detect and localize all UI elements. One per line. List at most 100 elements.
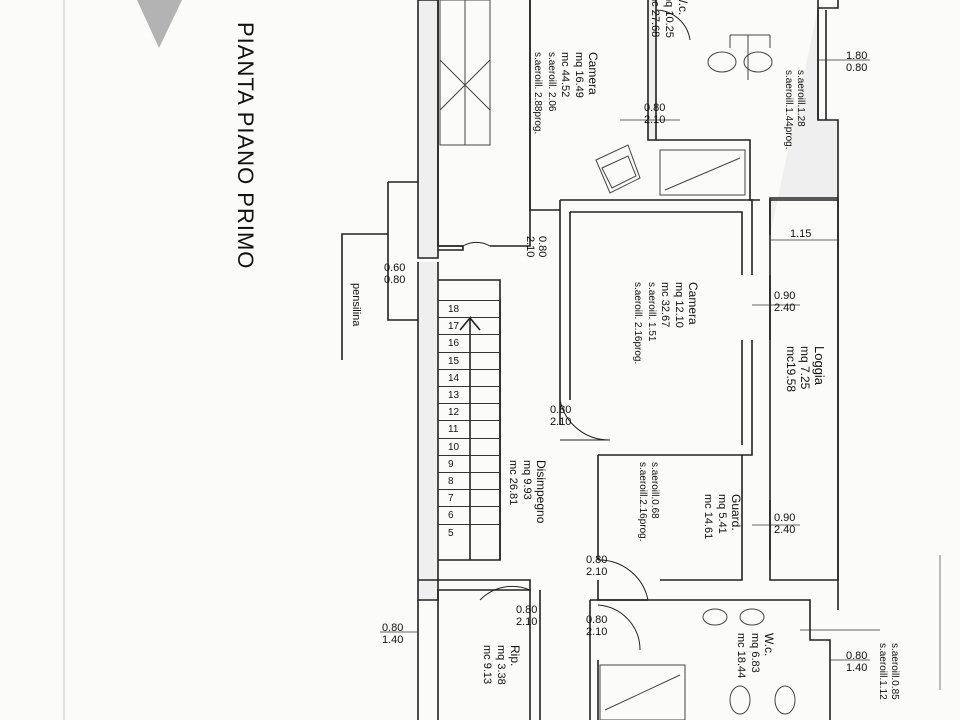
wall-wc-top-bottom (656, 139, 760, 201)
opening-dim-width: 0.80 (846, 650, 868, 662)
stair-step-number: 9 (448, 458, 454, 470)
guard-aero1: s.aeroill.0.68 (649, 462, 660, 519)
pensilina-leader (341, 233, 388, 360)
shower-top (659, 149, 746, 196)
armchair (595, 144, 641, 194)
window-top-right-frame (817, 10, 827, 120)
opening-dim-door-camera-top: 0.80 2.10 (524, 236, 548, 257)
room-disimpegno-name: Disimpegno (534, 460, 548, 524)
stair-step-number: 10 (448, 441, 460, 453)
sink-top-left (707, 51, 737, 73)
wall-camera-mid (559, 199, 753, 456)
room-wc-top-label: W.c. mq 10.25 mc 27.68 (648, 0, 690, 38)
wc-bottom-aero-label: s.aeroill.0.85 s.aeroill.1.12 (876, 643, 900, 700)
sink-top-right (743, 51, 773, 73)
door-swing-camera-mid (559, 399, 611, 441)
room-rip-mq: mq 3.38 (495, 645, 507, 685)
stair-step: 12 (438, 403, 500, 420)
stair-step: 16 (438, 334, 500, 351)
wall-left-upper (417, 0, 439, 259)
opening-dim-door-wc-top: 0.80 2.10 (644, 102, 665, 126)
opening-dim-height: 2.40 (774, 524, 796, 536)
shower-bottom-diag (604, 674, 681, 711)
pensilina-outline (387, 181, 418, 321)
stair-step-number: 7 (448, 493, 454, 505)
room-camera-mid-aero2: s.aeroill. 2.16prog. (632, 282, 643, 365)
opening-dim-width: 1.80 (846, 50, 868, 62)
wall-stair-left (417, 262, 439, 601)
room-loggia-label: Loggia mq 7.25 mc19.58 (784, 346, 827, 392)
opening-dim-width: 0.80 (586, 614, 608, 626)
stair-step-number: 14 (448, 372, 460, 384)
room-camera-mid-mc: mc 32.67 (659, 282, 671, 328)
wall-wc-bottom (590, 599, 831, 720)
wc-bottom-aero2: s.aeroill.1.12 (877, 643, 888, 700)
door-swing-rip (479, 585, 531, 601)
guard-aero-label: s.aeroill.0.68 s.aeroill.2.16prog. (636, 462, 660, 542)
room-guard-label: Guard. mq 5.41 mc 14.61 (701, 494, 743, 539)
opening-dim-door-guard: 0.80 2.10 (586, 554, 607, 578)
toilet-bottom (729, 685, 751, 715)
door-swing-guard (597, 559, 649, 601)
opening-dim-height: 2.40 (774, 302, 796, 314)
opening-dim-door-camera-mid: 0.80 2.10 (550, 404, 571, 428)
opening-dim-width: 0.80 (586, 554, 608, 566)
opening-dim-width: 1.15 (790, 228, 812, 240)
opening-dim-door-rip: 0.80 2.10 (516, 604, 537, 628)
stair-step-number: 17 (448, 321, 460, 333)
opening-dim-window-wc-top: 1.80 0.80 (846, 50, 867, 74)
wall-right-upper (817, 0, 839, 9)
room-wc-bottom-label: W.c. mq 6.83 mc 18.44 (734, 633, 776, 678)
stair-step: 8 (438, 472, 500, 489)
stair-step: 11 (438, 420, 500, 437)
opening-dim-height: 1.40 (846, 662, 868, 674)
opening-dim-window-rip: 0.80 1.40 (382, 622, 403, 646)
stair-step: 15 (438, 351, 500, 369)
room-wc-top-mq: mq 10.25 (663, 0, 675, 38)
room-camera-top-aero1: s.aeroill. 2.06 (546, 52, 557, 112)
shower-bottom (599, 664, 686, 720)
guard-aero2: s.aeroill.2.16prog. (637, 462, 648, 542)
bed-pillows (439, 0, 491, 145)
room-camera-top-mc: mc 44.52 (559, 52, 571, 98)
opening-dim-loggia-width: 1.15 (790, 228, 811, 240)
room-disimpegno-mq: mq 9.93 (521, 460, 533, 500)
wc-top-aero1: s.aeroill.1.28 (795, 70, 806, 127)
plan-title: PIANTA PIANO PRIMO (233, 22, 258, 270)
label-pensilina: pensilina (350, 283, 362, 327)
opening-dim-height: 0.80 (384, 274, 406, 286)
wall-top-camera-left (437, 0, 464, 251)
opening-dim-window-guard: 0.90 2.40 (774, 512, 795, 536)
stair-step: 7 (438, 489, 500, 506)
stair-step: 5 (438, 523, 500, 541)
shower-top-diag (664, 157, 741, 191)
opening-dim-window-wc-bottom: 0.80 1.40 (846, 650, 867, 674)
wc-top-fixture (729, 34, 771, 80)
wall-camera-mid-inner (569, 211, 743, 445)
stair-step-number: 18 (448, 304, 460, 315)
opening-dim-height: 2.10 (516, 616, 538, 628)
wall-camera-top-bottom (438, 0, 531, 247)
stair-step-number: 6 (448, 510, 454, 522)
room-camera-top-name: Camera (586, 52, 600, 95)
wall-loggia-outer (769, 198, 839, 610)
room-camera-mid-mq: mq 12.10 (673, 282, 685, 328)
wc-top-aero2: s.aeroill.1.44prog. (783, 70, 794, 150)
stair-step-number: 5 (448, 527, 454, 539)
stair-step: 17 (438, 317, 500, 334)
door-swing-wc-bottom (597, 604, 641, 651)
bidet-bottom (774, 685, 796, 715)
stair-step-number: 13 (448, 390, 460, 401)
wall-rip-right (529, 590, 541, 720)
room-disimpegno-mc: mc 26.81 (507, 460, 519, 506)
stair-step: 10 (438, 437, 500, 455)
stair-step-number: 16 (448, 338, 460, 350)
wall-wc-bottom-left (589, 600, 599, 720)
opening-dim-width: 0.80 (536, 236, 548, 258)
opening-dim-width: 0.80 (644, 102, 666, 114)
opening-dim-height: 2.10 (524, 236, 536, 258)
opening-dim-height: 2.10 (550, 416, 572, 428)
stair-step: 14 (438, 368, 500, 386)
opening-dim-height: 2.10 (644, 114, 666, 126)
